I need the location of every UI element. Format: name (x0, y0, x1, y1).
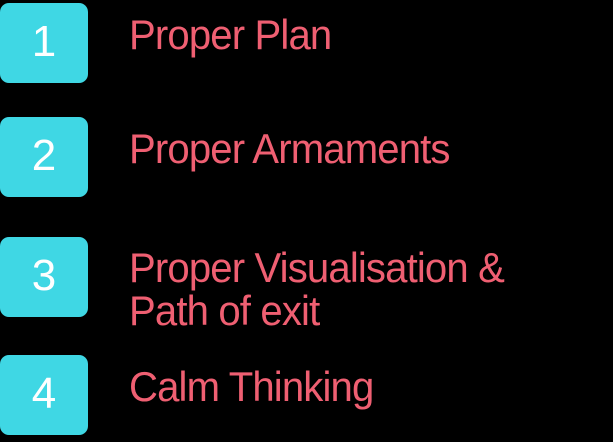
step-number-3: 3 (31, 251, 57, 300)
step-badge-3: 3 (0, 237, 88, 317)
step-badge-4: 4 (0, 355, 88, 435)
step-label-1: Proper Plan (129, 11, 332, 58)
list-item: 2 Proper Armaments (0, 117, 613, 199)
step-number-1: 1 (31, 17, 57, 66)
step-label-3: Proper Visualisation & Path of exit (129, 244, 505, 334)
step-badge-2: 2 (0, 117, 88, 197)
step-badge-1: 1 (0, 3, 88, 83)
list-item: 1 Proper Plan (0, 3, 613, 85)
list-item: 3 Proper Visualisation & Path of exit (0, 237, 613, 333)
list-item: 4 Calm Thinking (0, 355, 613, 437)
step-label-2: Proper Armaments (129, 125, 450, 172)
step-label-4: Calm Thinking (129, 363, 374, 410)
step-number-4: 4 (31, 369, 57, 418)
step-number-2: 2 (31, 131, 57, 180)
